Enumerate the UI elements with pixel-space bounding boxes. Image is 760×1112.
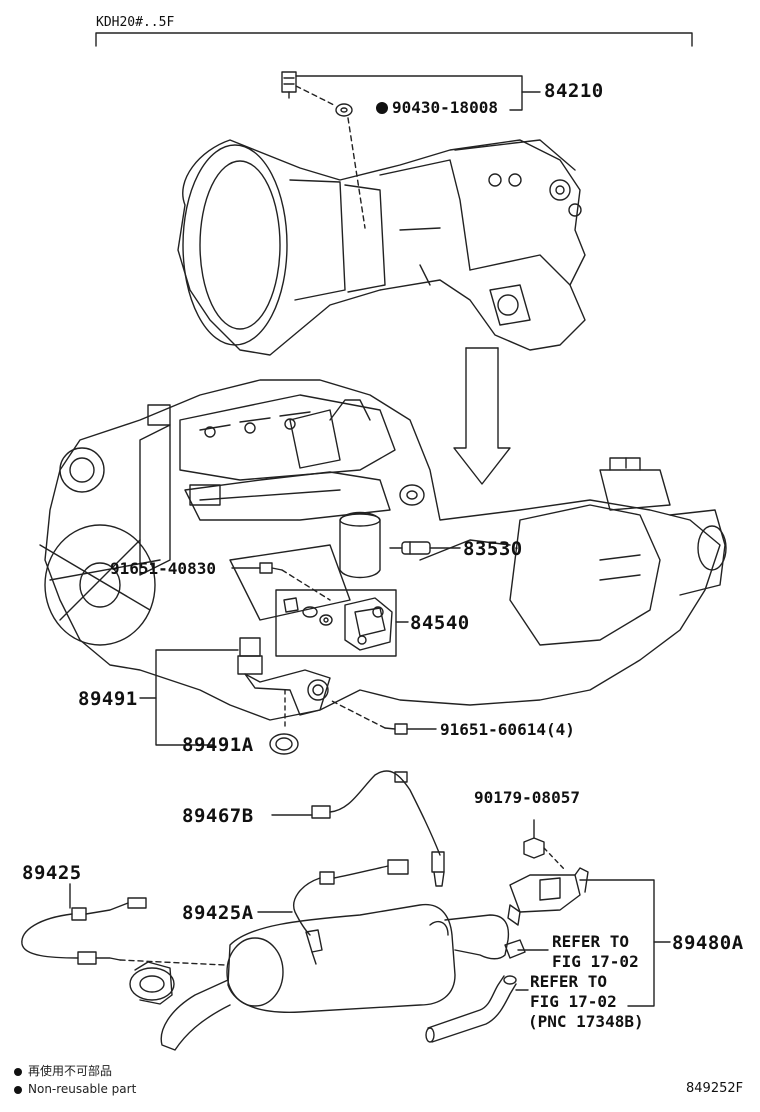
part-89425-sensor bbox=[22, 898, 146, 964]
part-84210-switch bbox=[282, 72, 296, 98]
part-91651-40830-bolt bbox=[260, 563, 282, 573]
refer-note-1-line1[interactable]: REFER TO bbox=[552, 932, 630, 951]
legend-en: Non-reusable part bbox=[14, 1082, 136, 1096]
callout-89425a[interactable]: 89425A bbox=[182, 902, 254, 924]
model-code: KDH20#..5F bbox=[96, 15, 175, 30]
callout-89467b[interactable]: 89467B bbox=[182, 805, 254, 827]
bracket-89480a bbox=[580, 880, 654, 1006]
callout-89425[interactable]: 89425 bbox=[22, 862, 82, 884]
part-89425a-sensor bbox=[294, 860, 408, 964]
part-89491a-link bbox=[270, 734, 298, 754]
bracket-84210 bbox=[296, 76, 522, 110]
part-91651-60614-bolt bbox=[385, 724, 407, 734]
refer-note-2-line2[interactable]: FIG 17-02 bbox=[530, 992, 617, 1011]
callout-90179-08057[interactable]: 90179-08057 bbox=[474, 788, 580, 807]
part-89491-height-sensor bbox=[238, 638, 330, 728]
part-90179-nut bbox=[524, 820, 544, 858]
transmission-housing bbox=[178, 140, 585, 355]
part-84540-kit-box bbox=[276, 590, 396, 656]
part-89467b-oxygen-sensor bbox=[312, 771, 444, 886]
bracket-89491 bbox=[156, 650, 238, 745]
refer-note-2-line3[interactable]: (PNC 17348B) bbox=[528, 1012, 644, 1031]
refer-note-2-line1[interactable]: REFER TO bbox=[530, 972, 608, 991]
leader-84210 bbox=[296, 86, 365, 228]
part-89480a-sensor-bracket bbox=[505, 868, 588, 958]
filled-circle-icon bbox=[14, 1067, 22, 1076]
callout-89480a[interactable]: 89480A bbox=[672, 932, 744, 954]
non-reusable-marker-icon bbox=[376, 102, 388, 114]
part-83530-sensor bbox=[390, 542, 430, 554]
callout-89491a[interactable]: 89491A bbox=[182, 734, 254, 756]
legend-jp: 再使用不可部品 bbox=[14, 1062, 112, 1079]
assembly-arrow bbox=[454, 348, 510, 484]
header-bracket bbox=[96, 33, 692, 46]
filled-circle-icon bbox=[14, 1085, 22, 1094]
exhaust-hose bbox=[426, 976, 516, 1042]
callout-84540[interactable]: 84540 bbox=[410, 612, 470, 634]
callout-89491[interactable]: 89491 bbox=[78, 688, 138, 710]
callout-90430-18008[interactable]: 90430-18008 bbox=[376, 100, 498, 116]
engine-block bbox=[40, 380, 726, 720]
callout-83530[interactable]: 83530 bbox=[463, 538, 523, 560]
exhaust-converter bbox=[130, 905, 508, 1050]
callout-84210[interactable]: 84210 bbox=[544, 80, 604, 102]
figure-id: 849252F bbox=[686, 1081, 744, 1096]
callout-91651-60614[interactable]: 91651-60614(4) bbox=[440, 720, 575, 739]
callout-91651-40830[interactable]: 91651-40830 bbox=[110, 559, 216, 578]
part-90430-gasket bbox=[336, 104, 352, 116]
refer-note-1-line2[interactable]: FIG 17-02 bbox=[552, 952, 639, 971]
